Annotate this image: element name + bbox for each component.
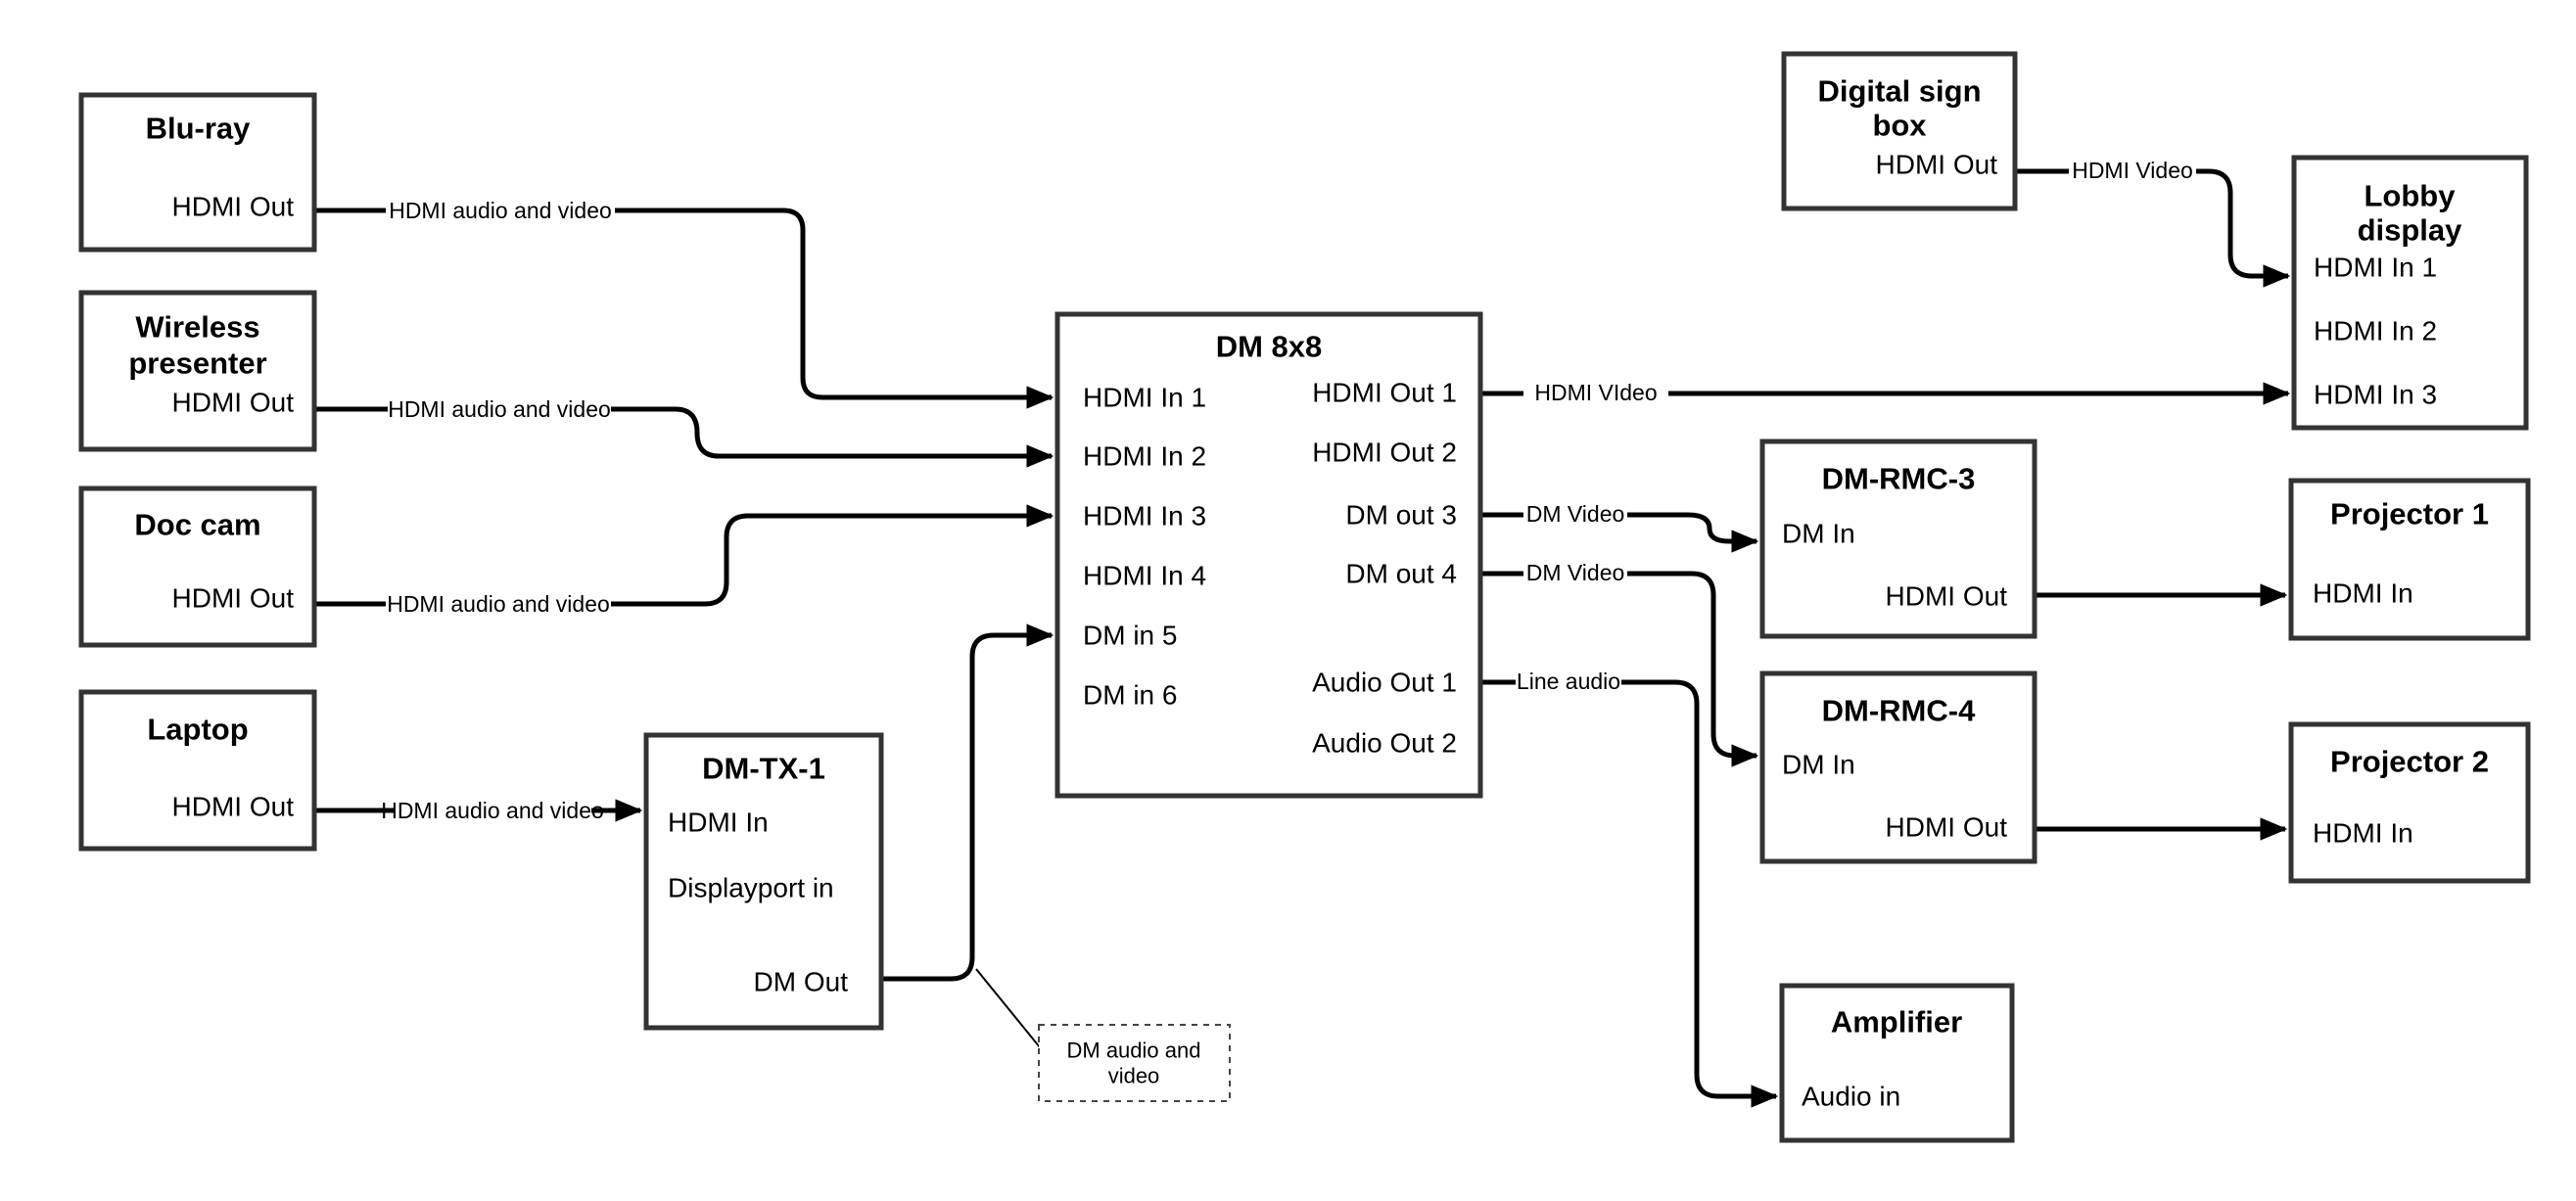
wireless-title-line1: Wireless [135, 310, 259, 345]
wire-bluray-to-dm8x8-in1 [314, 208, 1052, 397]
label-laptop-link: HDMI audio and video [381, 798, 604, 823]
wire-wireless-to-dm8x8-in2 [314, 406, 1052, 456]
node-dm8x8: DM 8x8 HDMI In 1 HDMI In 2 HDMI In 3 HDM… [1054, 311, 1483, 799]
dm8x8-port-hdmi-in-1: HDMI In 1 [1083, 383, 1206, 413]
wire-labels: HDMI audio and video HDMI audio and vide… [381, 158, 2193, 823]
dm8x8-port-hdmi-in-4: HDMI In 4 [1083, 561, 1206, 591]
callout-text-line2: video [1108, 1064, 1160, 1088]
wire-dm8x8-audio1-to-amplifier [1480, 679, 1776, 1096]
lobby-title-line1: Lobby [2365, 179, 2457, 213]
wireless-box [78, 290, 317, 452]
label-dm-video-out3: DM Video [1526, 501, 1625, 527]
doccam-title: Doc cam [134, 508, 260, 542]
node-digital-sign-box: Digital sign box HDMI Out [1781, 51, 2018, 211]
dmrmc3-port-dm-in: DM In [1782, 519, 1855, 549]
label-dm-video-out4: DM Video [1526, 560, 1625, 585]
callout-leader-line [975, 968, 1041, 1048]
bluray-port-hdmi-out: HDMI Out [172, 192, 295, 222]
doccam-box [78, 485, 317, 648]
node-laptop: Laptop HDMI Out [78, 689, 317, 852]
lobby-box [2291, 155, 2529, 431]
node-proj2: Projector 2 HDMI In [2288, 721, 2531, 884]
dmrmc4-port-dm-in: DM In [1782, 750, 1855, 780]
laptop-port-hdmi-out: HDMI Out [172, 792, 295, 822]
wire-dm8x8-out3-to-dmrmc3 [1480, 512, 1756, 541]
bluray-box [78, 92, 317, 253]
dmtx1-box [643, 732, 884, 1031]
dm8x8-port-hdmi-in-3: HDMI In 3 [1083, 501, 1206, 531]
dmrmc4-title: DM-RMC-4 [1822, 694, 1976, 728]
dm8x8-port-audio-out-1: Audio Out 1 [1312, 668, 1457, 698]
node-lobby-display: Lobby display HDMI In 1 HDMI In 2 HDMI I… [2291, 155, 2529, 431]
dm8x8-port-hdmi-out-1: HDMI Out 1 [1312, 378, 1457, 408]
wire-doccam-to-dm8x8-in3 [314, 516, 1052, 607]
label-bluray-link: HDMI audio and video [389, 198, 612, 223]
dmrmc4-box [1759, 670, 2037, 864]
node-dmtx1: DM-TX-1 HDMI In Displayport in DM Out [643, 732, 884, 1031]
wireless-title-line2: presenter [128, 346, 266, 381]
label-wireless-link: HDMI audio and video [388, 396, 611, 422]
doccam-port-hdmi-out: HDMI Out [172, 583, 295, 614]
node-wireless-presenter: Wireless presenter HDMI Out [78, 290, 317, 452]
laptop-box [78, 689, 317, 852]
proj1-box [2288, 478, 2531, 641]
proj2-title: Projector 2 [2330, 745, 2489, 779]
dmrmc3-box [1759, 439, 2037, 639]
callout-text-line1: DM audio and [1067, 1039, 1201, 1063]
proj2-box [2288, 721, 2531, 884]
proj2-port-hdmi-in: HDMI In [2313, 818, 2413, 849]
wire-dm8x8-out4-to-dmrmc4 [1480, 571, 1756, 756]
label-doccam-link: HDMI audio and video [387, 591, 610, 617]
laptop-title: Laptop [147, 713, 248, 747]
proj1-title: Projector 1 [2330, 497, 2489, 531]
wires [314, 168, 2288, 1096]
wireless-port-hdmi-out: HDMI Out [172, 388, 295, 418]
proj1-port-hdmi-in: HDMI In [2313, 578, 2413, 609]
dm8x8-port-dm-in-5: DM in 5 [1083, 621, 1177, 651]
dm8x8-port-hdmi-in-2: HDMI In 2 [1083, 441, 1206, 472]
dm8x8-port-audio-out-2: Audio Out 2 [1312, 728, 1457, 759]
callout-dm-audio-video: DM audio and video [1038, 1024, 1231, 1102]
dmtx1-port-displayport-in: Displayport in [668, 873, 834, 903]
node-dmrmc3: DM-RMC-3 DM In HDMI Out [1759, 439, 2037, 639]
label-hdmi-video-out1: HDMI VIdeo [1534, 380, 1657, 405]
dmrmc3-title: DM-RMC-3 [1822, 462, 1976, 496]
digital-sign-port-hdmi-out: HDMI Out [1876, 150, 1998, 180]
amplifier-port-audio-in: Audio in [1802, 1082, 1900, 1112]
node-proj1: Projector 1 HDMI In [2288, 478, 2531, 641]
dmtx1-port-dm-out: DM Out [754, 967, 849, 997]
wire-dmtx1-to-dm8x8-in5 [881, 624, 1054, 982]
dmrmc4-port-hdmi-out: HDMI Out [1886, 812, 2008, 843]
dm8x8-port-dm-out-3: DM out 3 [1345, 500, 1457, 531]
digital-sign-box [1781, 51, 2018, 211]
callout-box [1038, 1024, 1231, 1102]
amplifier-box [1779, 983, 2015, 1143]
dm8x8-port-dm-in-6: DM in 6 [1083, 680, 1177, 711]
node-bluray: Blu-ray HDMI Out [78, 92, 317, 253]
node-dmrmc4: DM-RMC-4 DM In HDMI Out [1759, 670, 2037, 864]
label-line-audio: Line audio [1517, 669, 1620, 694]
bluray-title: Blu-ray [146, 112, 252, 146]
dm8x8-title: DM 8x8 [1216, 330, 1323, 364]
label-hdmi-video-sign: HDMI Video [2072, 158, 2193, 183]
digital-sign-title-line1: Digital sign [1817, 74, 1981, 109]
lobby-port-hdmi-in-2: HDMI In 2 [2314, 316, 2437, 346]
node-doccam: Doc cam HDMI Out [78, 485, 317, 648]
amplifier-title: Amplifier [1831, 1005, 1962, 1039]
node-amplifier: Amplifier Audio in [1779, 983, 2015, 1143]
dmtx1-port-hdmi-in: HDMI In [668, 808, 769, 838]
lobby-port-hdmi-in-1: HDMI In 1 [2314, 253, 2437, 283]
dmrmc3-port-hdmi-out: HDMI Out [1886, 581, 2008, 612]
lobby-port-hdmi-in-3: HDMI In 3 [2314, 380, 2437, 410]
lobby-title-line2: display [2358, 213, 2463, 248]
wire-digitalsign-to-lobby-in1 [2015, 168, 2288, 276]
dm8x8-port-hdmi-out-2: HDMI Out 2 [1312, 438, 1457, 468]
dm8x8-box [1054, 311, 1483, 799]
dmtx1-title: DM-TX-1 [702, 752, 825, 786]
dm8x8-port-dm-out-4: DM out 4 [1345, 559, 1457, 589]
digital-sign-title-line2: box [1872, 109, 1927, 143]
